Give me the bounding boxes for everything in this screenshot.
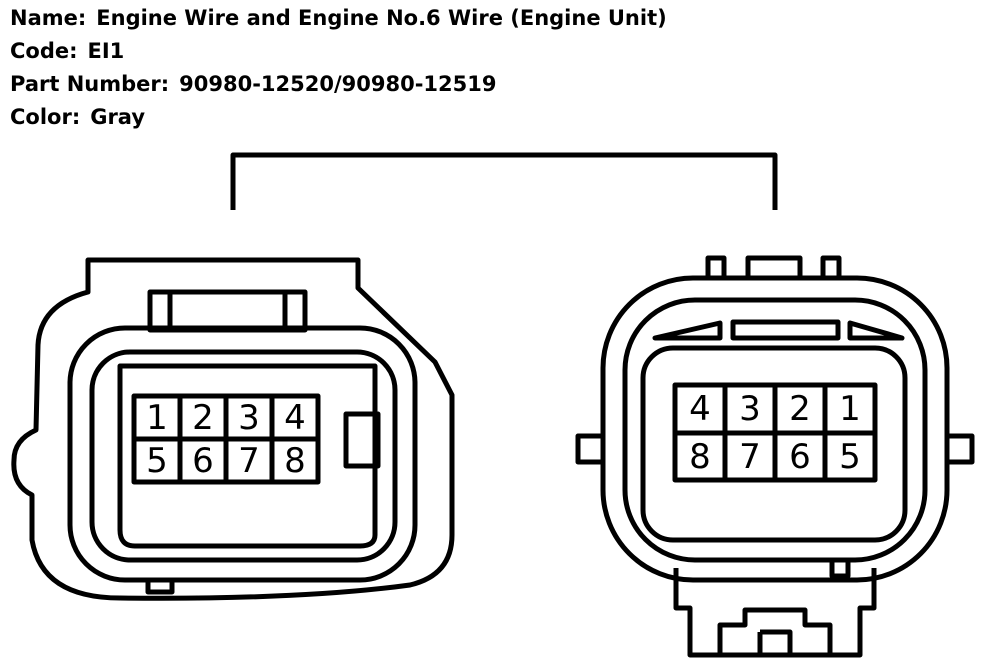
- right-connector-housing: [600, 275, 950, 583]
- left-connector-inner-frame: [89, 349, 398, 563]
- left-pin-3: 3: [238, 398, 260, 438]
- left-pin-numbers: 1 2 3 4 5 6 7 8: [146, 398, 306, 481]
- code-label: Code:: [10, 39, 78, 63]
- right-connector-outer-frame: [622, 297, 928, 563]
- right-connector-tab-center: [745, 255, 803, 280]
- left-pin-1: 1: [146, 398, 168, 438]
- code-row: Code: EI1: [10, 39, 124, 63]
- right-pin-2: 2: [789, 389, 811, 429]
- right-pin-5: 5: [839, 437, 861, 477]
- color-row: Color: Gray: [10, 105, 145, 129]
- left-pin-2: 2: [192, 398, 214, 438]
- right-pin-numbers: 4 3 2 1 8 7 6 5: [689, 389, 861, 477]
- right-connector-lower-latch-inner: [757, 629, 793, 655]
- left-pin-8: 8: [284, 441, 306, 481]
- left-connector: [11, 257, 455, 601]
- part-number-row: Part Number: 90980-12520/90980-12519: [10, 72, 496, 96]
- name-value: Engine Wire and Engine No.6 Wire (Engine…: [96, 6, 667, 30]
- left-connector-side-key: [343, 411, 381, 469]
- color-label: Color:: [10, 105, 81, 129]
- name-label: Name:: [10, 6, 87, 30]
- right-connector-lower-body: [673, 568, 877, 658]
- code-value: EI1: [87, 39, 125, 63]
- right-pin-6: 6: [789, 437, 811, 477]
- right-pin-dividers: [675, 385, 875, 480]
- part-number-label: Part Number:: [10, 72, 170, 96]
- right-connector-side-tab-left: [575, 433, 604, 465]
- right-connector-tab-left: [705, 255, 727, 280]
- right-connector-side-tab-right: [946, 433, 975, 465]
- right-pin-7: 7: [739, 437, 761, 477]
- connection-bracket: [230, 152, 778, 210]
- right-connector-tab-right: [820, 255, 842, 280]
- left-connector-outer-frame: [67, 325, 418, 583]
- part-number-value: 90980-12520/90980-12519: [179, 72, 497, 96]
- right-connector-inner-frame: [640, 345, 908, 543]
- right-connector: [575, 255, 975, 658]
- left-pin-dividers: [134, 396, 318, 482]
- left-connector-latch: [147, 289, 308, 333]
- left-pin-6: 6: [192, 441, 214, 481]
- right-connector-lower-latch: [717, 607, 833, 655]
- left-pin-5: 5: [146, 441, 168, 481]
- right-connector-top-slots: [652, 319, 905, 341]
- right-connector-small-tab: [829, 562, 851, 579]
- right-pin-8: 8: [689, 437, 711, 477]
- left-connector-cavity: [117, 363, 378, 549]
- left-connector-housing: [11, 257, 455, 601]
- color-value: Gray: [90, 105, 146, 129]
- name-row: Name: Engine Wire and Engine No.6 Wire (E…: [10, 6, 667, 30]
- right-pin-4: 4: [689, 389, 711, 429]
- left-connector-bottom-tab: [145, 578, 175, 595]
- left-pin-4: 4: [284, 398, 306, 438]
- right-pin-3: 3: [739, 389, 761, 429]
- left-connector-latch-inner: [167, 292, 288, 330]
- right-pin-1: 1: [839, 389, 861, 429]
- left-pin-7: 7: [238, 441, 260, 481]
